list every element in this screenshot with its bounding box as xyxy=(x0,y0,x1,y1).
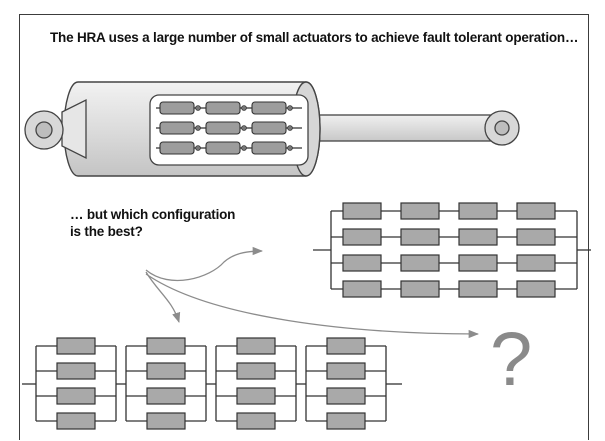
headline: The HRA uses a large number of small act… xyxy=(50,30,579,45)
mini-actuator xyxy=(205,101,241,115)
config-series-modules xyxy=(22,337,402,430)
actuator-unit xyxy=(236,387,276,405)
rod-end-hole-icon xyxy=(494,120,510,136)
actuator-unit xyxy=(516,202,556,220)
mini-actuator-joint xyxy=(287,125,293,131)
actuator-unit xyxy=(236,337,276,355)
mini-actuator-grid xyxy=(156,101,302,155)
actuator-unit xyxy=(146,337,186,355)
mini-actuator xyxy=(251,141,287,155)
mini-actuator-joint xyxy=(287,145,293,151)
actuator-unit xyxy=(458,202,498,220)
actuator-unit xyxy=(56,362,96,380)
mini-actuator xyxy=(159,141,195,155)
actuator-unit xyxy=(458,280,498,298)
mini-actuator xyxy=(159,101,195,115)
actuator-unit xyxy=(342,280,382,298)
actuator-unit xyxy=(326,362,366,380)
actuator-unit xyxy=(236,362,276,380)
mini-actuator-joint xyxy=(195,145,201,151)
mini-actuator-joint xyxy=(241,105,247,111)
actuator-unit xyxy=(146,412,186,430)
mini-actuator xyxy=(251,121,287,135)
configuration-question: … but which configuration is the best? xyxy=(70,207,236,239)
choice-arrows xyxy=(145,246,480,339)
actuator-unit xyxy=(400,280,440,298)
actuator-unit xyxy=(516,254,556,272)
slide-frame xyxy=(19,14,589,440)
actuator-unit xyxy=(146,362,186,380)
mini-actuator-joint xyxy=(241,125,247,131)
mini-actuator-joint xyxy=(287,105,293,111)
actuator-unit xyxy=(146,387,186,405)
actuator-unit xyxy=(56,412,96,430)
actuator-unit xyxy=(326,337,366,355)
actuator-unit xyxy=(236,412,276,430)
mini-actuator xyxy=(205,141,241,155)
arrow-to-series-modules xyxy=(145,271,181,323)
clevis-hole-icon xyxy=(35,121,53,139)
actuator-unit xyxy=(400,202,440,220)
arrow-to-unknown xyxy=(145,273,480,339)
actuator-unit xyxy=(458,228,498,246)
mini-actuator-joint xyxy=(195,105,201,111)
actuator-unit xyxy=(516,228,556,246)
mini-actuator xyxy=(251,101,287,115)
actuator-unit xyxy=(56,387,96,405)
actuator-unit xyxy=(400,228,440,246)
actuator-unit xyxy=(400,254,440,272)
mini-actuator xyxy=(205,121,241,135)
actuator-unit xyxy=(56,337,96,355)
actuator-unit xyxy=(326,412,366,430)
question-mark-icon: ? xyxy=(490,317,533,402)
mini-actuator-joint xyxy=(195,125,201,131)
mini-actuator-joint xyxy=(241,145,247,151)
actuator-unit xyxy=(458,254,498,272)
hra-actuator-illustration xyxy=(24,81,520,177)
mini-actuator xyxy=(159,121,195,135)
actuator-unit xyxy=(342,228,382,246)
arrow-to-parallel-chains xyxy=(145,246,264,282)
actuator-unit xyxy=(342,202,382,220)
actuator-unit xyxy=(326,387,366,405)
actuator-unit xyxy=(342,254,382,272)
actuator-unit xyxy=(516,280,556,298)
config-parallel-chains xyxy=(313,202,591,298)
piston-rod xyxy=(317,114,499,142)
